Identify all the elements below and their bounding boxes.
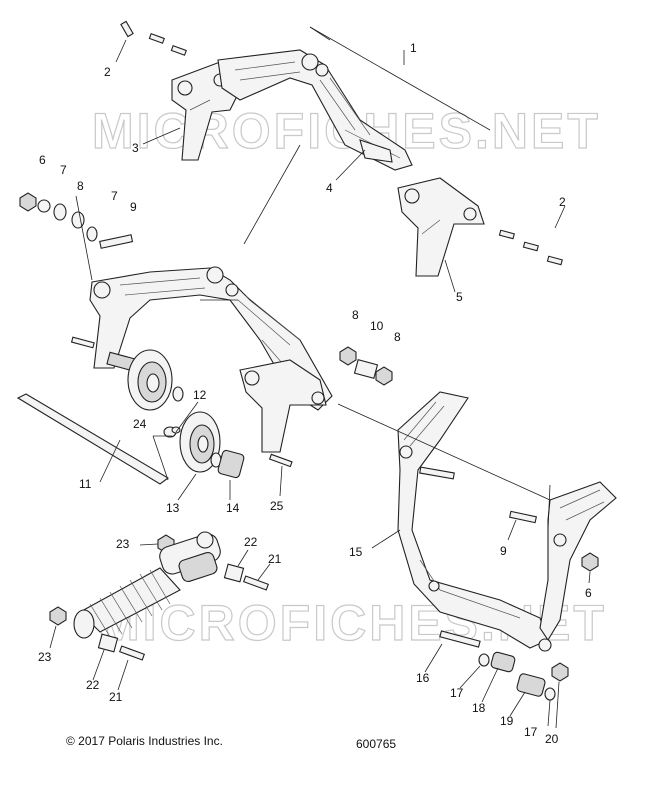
- callout-5: 5: [456, 290, 463, 304]
- callout-12: 12: [193, 388, 207, 402]
- callout-8-left: 8: [77, 179, 84, 193]
- callout-22-lower: 22: [86, 678, 100, 692]
- rear-frame-part-15: [397, 391, 617, 652]
- callout-25: 25: [270, 499, 284, 513]
- callout-18: 18: [472, 701, 486, 715]
- rail-arm-part-4: [217, 49, 413, 171]
- callout-7-right: 7: [111, 189, 118, 203]
- mid-rail-assembly: [70, 266, 333, 453]
- callout-10: 10: [370, 319, 384, 333]
- upper-rail-assembly: [120, 20, 563, 277]
- callout-22-upper: 22: [244, 535, 258, 549]
- pivot-hardware-right: [339, 346, 393, 386]
- callout-13: 13: [166, 501, 180, 515]
- callout-1: 1: [410, 41, 417, 55]
- shock-absorber: [49, 531, 270, 661]
- callout-8-mid-b: 8: [394, 330, 401, 344]
- diagram-number: 600765: [356, 737, 396, 751]
- callout-2-upper-left: 2: [104, 65, 111, 79]
- callout-3: 3: [132, 141, 139, 155]
- callout-24: 24: [133, 417, 147, 431]
- callout-9-left: 9: [130, 200, 137, 214]
- callout-17-right: 17: [524, 725, 538, 739]
- callout-4: 4: [326, 181, 333, 195]
- callout-17-left: 17: [450, 686, 464, 700]
- callout-8-mid-a: 8: [352, 308, 359, 322]
- callout-19: 19: [500, 714, 514, 728]
- callout-15: 15: [349, 545, 363, 559]
- callout-7-left: 7: [60, 163, 67, 177]
- callout-labels: 1 2 3 4 2 5 6 7 8 7 9 8 10 8 12 24 11 13…: [38, 41, 592, 746]
- callout-16: 16: [416, 671, 430, 685]
- copyright-text: © 2017 Polaris Industries Inc.: [66, 734, 223, 748]
- bottom-right-hardware: [439, 630, 569, 701]
- bracket-part-5: [397, 177, 485, 277]
- axle-and-wheel: [16, 393, 293, 485]
- callout-21-lower: 21: [109, 690, 123, 704]
- callout-6-right: 6: [585, 586, 592, 600]
- leader-lines: [49, 26, 591, 729]
- callout-23-lower: 23: [38, 650, 52, 664]
- callout-2-upper-right: 2: [559, 195, 566, 209]
- callout-6-left: 6: [39, 153, 46, 167]
- callout-20: 20: [545, 732, 559, 746]
- callout-11: 11: [79, 477, 92, 491]
- bolt-set-upper-right: [498, 229, 563, 266]
- callout-9-right: 9: [500, 544, 507, 558]
- callout-14: 14: [226, 501, 240, 515]
- callout-21-upper: 21: [268, 552, 282, 566]
- bolt-set-upper-left: [120, 20, 187, 56]
- callout-23-upper: 23: [116, 537, 130, 551]
